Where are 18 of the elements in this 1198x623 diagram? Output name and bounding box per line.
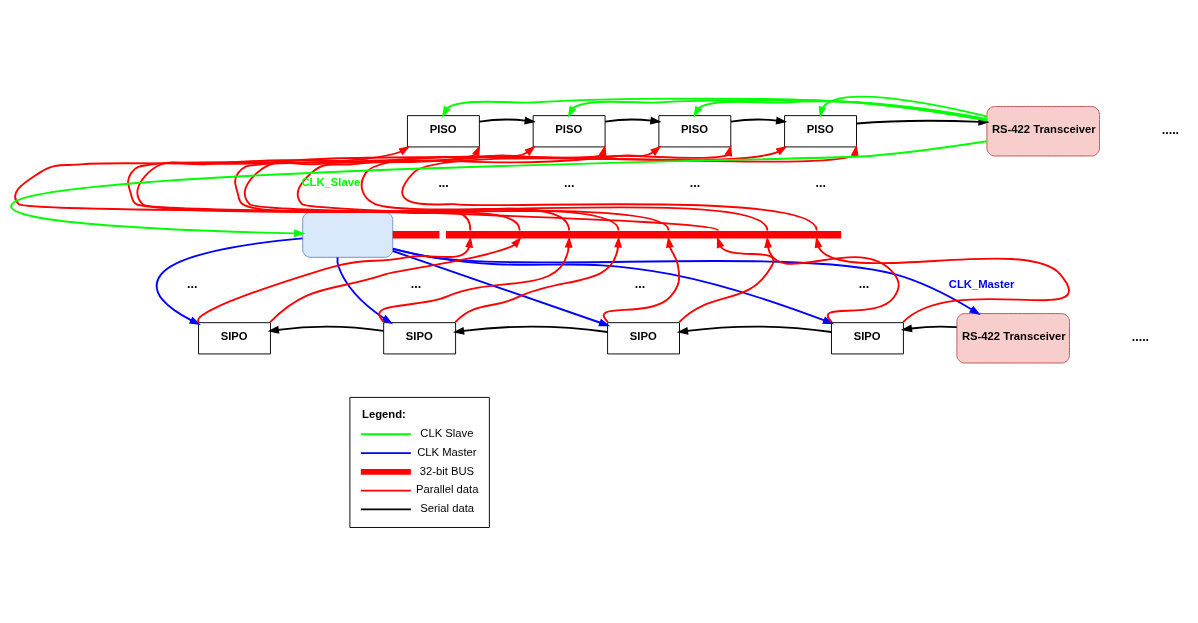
label: ..... (1161, 122, 1180, 137)
label: ... (689, 175, 701, 190)
label: ..... (1131, 329, 1150, 344)
label: ... (438, 175, 449, 190)
label: ... (815, 175, 826, 190)
label: Legend: (362, 407, 406, 420)
label: ... (634, 276, 646, 291)
legend-label: CLK Slave (420, 426, 474, 439)
legend-label: Serial data (420, 501, 475, 514)
label: ... (186, 276, 198, 291)
label: ... (858, 276, 870, 291)
edge-label: CLK_Slave (301, 175, 361, 188)
label: ... (410, 276, 422, 291)
legend-label: CLK Master (417, 445, 477, 458)
legend-label: Parallel data (415, 482, 479, 495)
legend-label: 32-bit BUS (419, 464, 475, 477)
edge-label: CLK_Master (948, 277, 1015, 290)
label: ... (564, 175, 575, 190)
